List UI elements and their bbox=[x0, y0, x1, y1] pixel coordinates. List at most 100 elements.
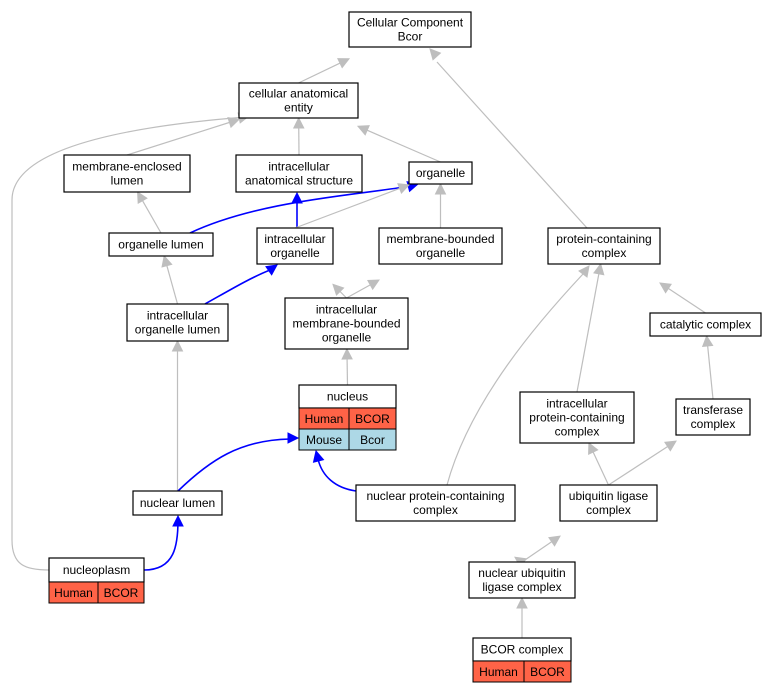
edge-catalytic-complex-to-protein-containing-complex bbox=[659, 282, 706, 314]
edge-organelle-lumen-to-membrane-enclosed-lumen bbox=[137, 191, 162, 234]
node-nuclear-lumen[interactable]: nuclear lumen bbox=[132, 490, 223, 516]
node-label-line: catalytic complex bbox=[660, 318, 751, 332]
node-label-line: complex bbox=[555, 425, 600, 439]
gene-cell bbox=[97, 581, 145, 604]
node-label-line: ubiquitin ligase bbox=[569, 489, 649, 503]
edge-nuclear-lumen-to-nucleus-line bbox=[177, 438, 291, 492]
edge-catalytic-complex-to-protein-containing-complex-line bbox=[667, 287, 706, 314]
node-label-line: organelle lumen bbox=[135, 323, 220, 337]
edge-ubiquitin-ligase-complex-to-transferase-complex-line bbox=[608, 445, 669, 486]
edge-organelle-lumen-to-membrane-enclosed-lumen-arrowhead bbox=[137, 191, 148, 204]
edge-membrane-bounded-organelle-to-organelle-arrowhead bbox=[434, 182, 447, 195]
edge-transferase-complex-to-catalytic-complex-line bbox=[706, 344, 714, 400]
node-box bbox=[675, 398, 751, 436]
node-box bbox=[48, 557, 145, 583]
edge-bcor-complex-to-nuclear-ubiquitin-ligase-complex bbox=[516, 596, 528, 638]
edge-nucleus-to-intracellular-membrane-bounded-organelle bbox=[341, 347, 353, 386]
edge-protein-containing-complex-to-cc-bcor-line bbox=[436, 61, 588, 229]
node-box bbox=[284, 297, 409, 350]
node-box bbox=[559, 484, 658, 522]
edge-organelle-lumen-to-membrane-enclosed-lumen-line bbox=[141, 199, 162, 234]
edge-nuclear-lumen-to-nucleus bbox=[177, 432, 300, 492]
edge-cellular-anatomical-entity-to-cc-bcor bbox=[298, 58, 351, 84]
node-label-line: membrane-enclosed bbox=[72, 160, 181, 174]
node-label-line: transferase bbox=[683, 403, 743, 417]
edge-intracellular-organelle-lumen-to-organelle-lumen-arrowhead bbox=[161, 254, 173, 268]
node-box bbox=[468, 561, 576, 599]
node-organelle[interactable]: organelle bbox=[408, 161, 473, 185]
node-label-line: anatomical structure bbox=[245, 174, 353, 188]
edge-nucleoplasm-to-nuclear-lumen-line bbox=[143, 519, 179, 571]
edge-nuclear-protein-containing-complex-to-nucleus bbox=[312, 449, 357, 492]
node-label-line: entity bbox=[284, 101, 313, 115]
node-label-line: organelle bbox=[322, 331, 372, 345]
edge-organelle-lumen-to-organelle-line bbox=[189, 185, 411, 234]
species-label: Human bbox=[479, 665, 518, 679]
edge-intracellular-membrane-bounded-organelle-to-intracellular-organelle-line bbox=[338, 290, 347, 299]
node-organelle-lumen[interactable]: organelle lumen bbox=[108, 232, 214, 257]
node-label-line: nucleus bbox=[327, 390, 368, 404]
node-box bbox=[238, 82, 359, 119]
node-label-line: intracellular bbox=[264, 232, 325, 246]
edge-transferase-complex-to-catalytic-complex bbox=[701, 334, 714, 400]
edge-cellular-anatomical-entity-to-cc-bcor-arrowhead bbox=[337, 58, 351, 69]
node-box bbox=[378, 227, 503, 265]
node-label-line: Cellular Component bbox=[357, 16, 464, 30]
edge-intracellular-organelle-lumen-to-intracellular-organelle bbox=[204, 264, 278, 305]
edge-transferase-complex-to-catalytic-complex-arrowhead bbox=[701, 334, 714, 348]
edge-nuclear-lumen-to-intracellular-organelle-lumen bbox=[171, 339, 184, 491]
gene-label: BCOR bbox=[355, 412, 390, 426]
edge-nuclear-protein-containing-complex-to-nucleus-arrowhead bbox=[312, 449, 325, 463]
node-box bbox=[649, 312, 762, 337]
node-label-line: organelle lumen bbox=[118, 238, 203, 252]
edge-nuclear-protein-containing-complex-to-nucleus-line bbox=[317, 458, 357, 492]
node-box bbox=[256, 227, 334, 265]
gene-cell bbox=[348, 428, 397, 451]
node-label-line: complex bbox=[582, 246, 627, 260]
node-label-line: nucleoplasm bbox=[63, 563, 130, 577]
edge-intracellular-membrane-bounded-organelle-to-membrane-bounded-organelle-arrowhead bbox=[367, 279, 380, 291]
edge-nuclear-ubiquitin-ligase-complex-to-ubiquitin-ligase-complex bbox=[521, 535, 561, 563]
annotation-row-human: Human BCOR bbox=[298, 407, 397, 430]
node-label-line: organelle bbox=[270, 246, 320, 260]
edge-ubiquitin-ligase-complex-to-transferase-complex bbox=[608, 440, 677, 486]
node-label-line: organelle bbox=[416, 166, 466, 180]
edge-intracellular-anatomical-structure-to-cellular-anatomical-entity bbox=[292, 116, 305, 156]
node-label-line: lumen bbox=[111, 174, 144, 188]
edge-intracellular-protein-containing-complex-to-protein-containing-complex-line bbox=[576, 272, 600, 393]
edge-bcor-complex-to-nuclear-ubiquitin-ligase-complex-arrowhead bbox=[516, 596, 528, 609]
node-label-line: Bcor bbox=[398, 30, 423, 44]
node-label-line: intracellular bbox=[147, 309, 208, 323]
node-label-line: BCOR complex bbox=[481, 643, 564, 657]
edge-protein-containing-complex-to-cc-bcor bbox=[429, 48, 588, 229]
edge-nucleus-to-intracellular-membrane-bounded-organelle-arrowhead bbox=[341, 347, 353, 360]
edge-ubiquitin-ligase-complex-to-intracellular-protein-containing-complex-arrowhead bbox=[588, 441, 599, 455]
species-label: Human bbox=[54, 586, 93, 600]
node-catalytic-complex[interactable]: catalytic complex bbox=[649, 312, 762, 337]
node-box bbox=[132, 490, 223, 516]
species-label: Human bbox=[305, 412, 344, 426]
edge-catalytic-complex-to-protein-containing-complex-arrowhead bbox=[659, 282, 672, 294]
edge-intracellular-organelle-to-organelle-arrowhead bbox=[397, 183, 411, 195]
edge-intracellular-anatomical-structure-to-cellular-anatomical-entity-arrowhead bbox=[292, 116, 305, 129]
